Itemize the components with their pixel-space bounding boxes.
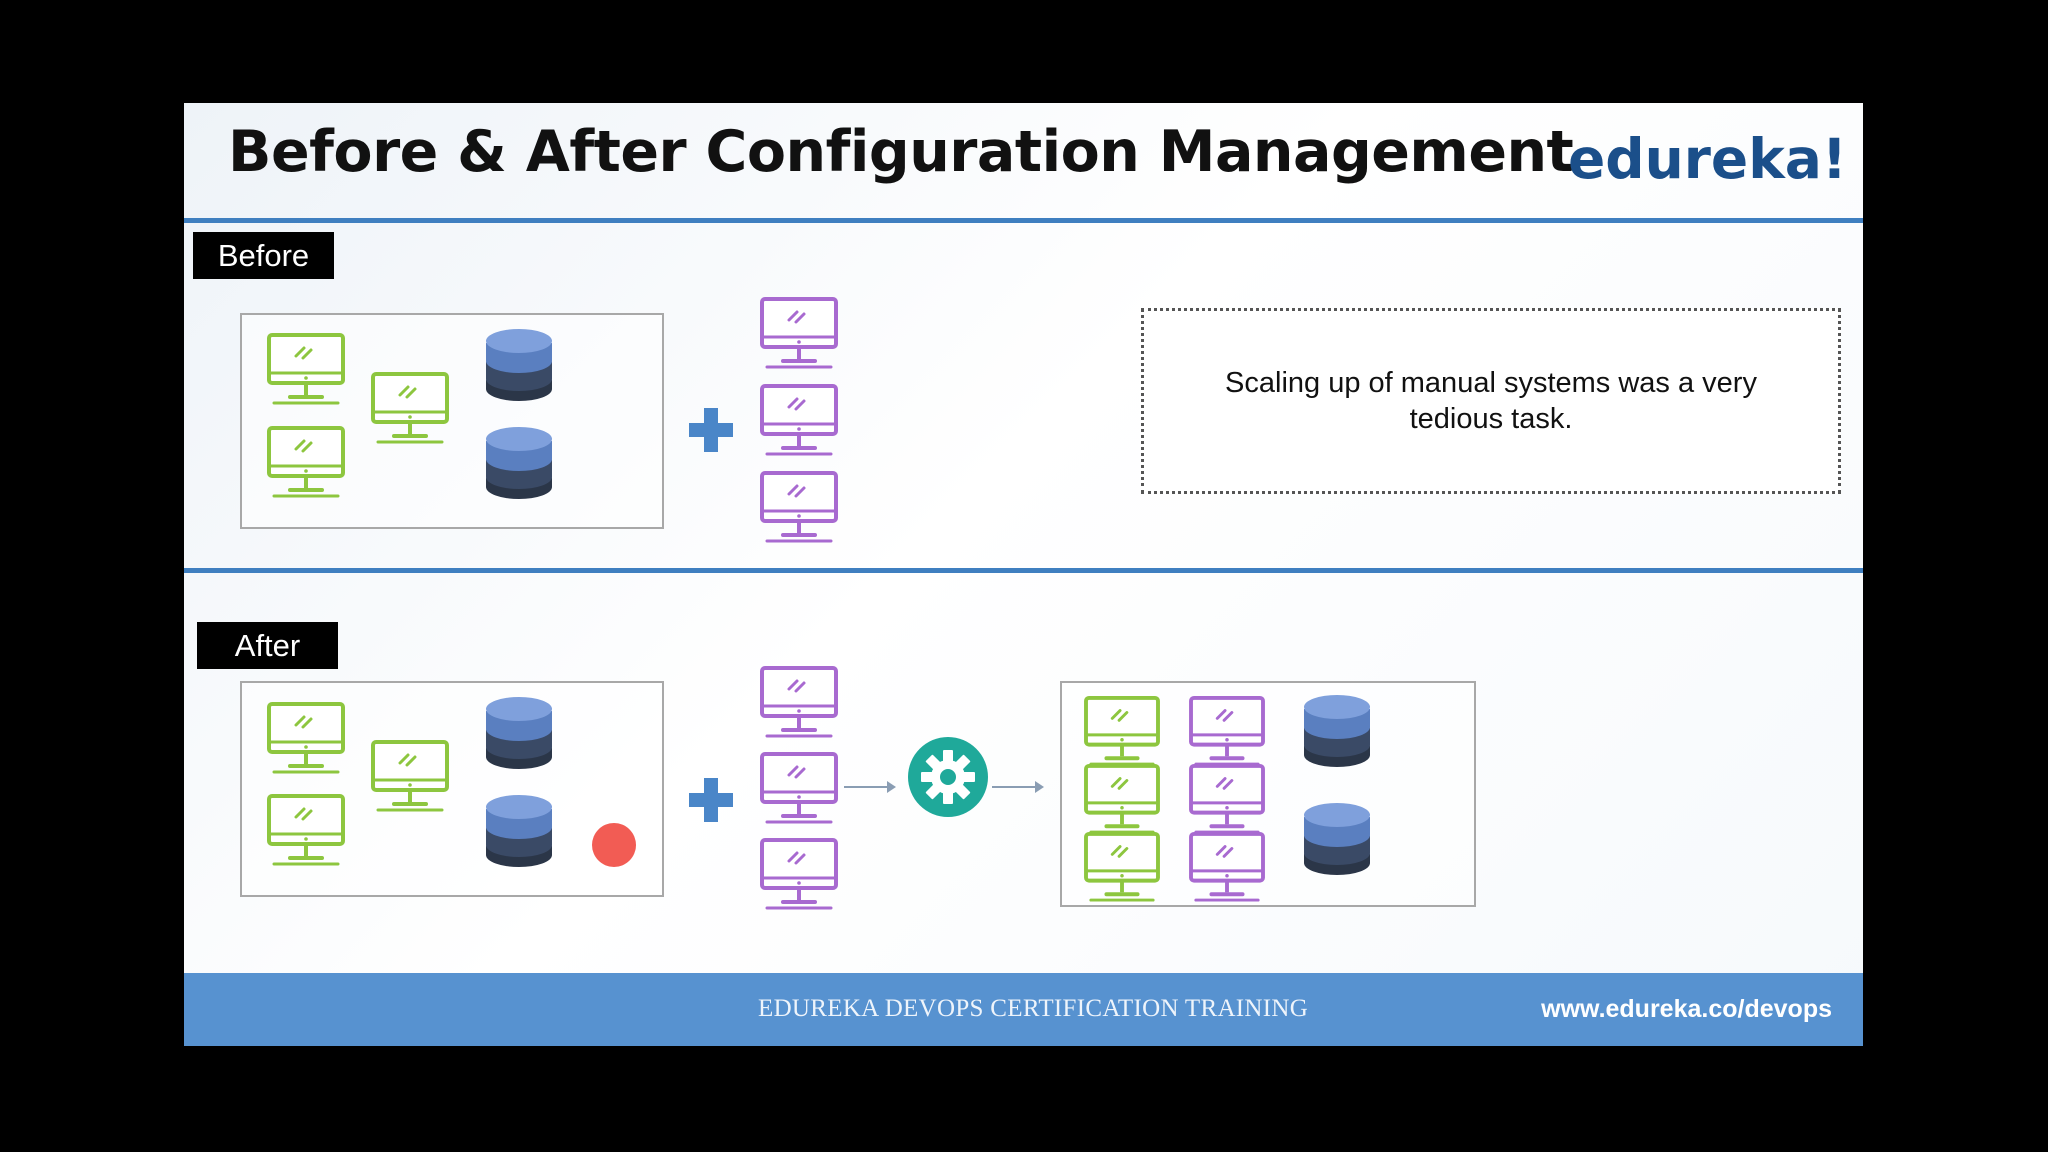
monitor-icon [370,371,450,445]
monitor-icon [759,470,839,544]
monitor-icon [1083,763,1161,835]
arrow-to-result [992,781,1044,793]
arrow-to-tool [844,781,896,793]
footer-title: EDUREKA DEVOPS CERTIFICATION TRAINING [758,995,1309,1022]
monitor-icon [759,296,839,370]
monitor-icon [759,751,839,825]
monitor-icon [759,837,839,911]
footer-url: www.edureka.co/devops [1541,995,1832,1023]
monitor-icon [370,739,450,813]
monitor-icon [1188,831,1266,903]
slide-title: Before & After Configuration Management [228,119,1574,185]
database-icon [484,695,554,771]
monitor-icon [1083,695,1161,767]
monitor-icon [266,425,346,499]
database-icon [484,793,554,869]
after-label: After [197,622,338,669]
monitor-icon [266,332,346,406]
database-icon [484,425,554,501]
plus-icon [687,776,735,824]
slide: Before & After Configuration Management … [184,103,1863,1046]
monitor-icon [1083,831,1161,903]
edureka-logo: edureka! [1567,127,1847,191]
before-label: Before [193,232,334,279]
title-divider [184,218,1863,223]
pointer-dot [592,823,636,867]
footer-bar: EDUREKA DEVOPS CERTIFICATION TRAINING ww… [184,973,1863,1046]
gear-icon [908,737,988,817]
plus-icon [687,406,735,454]
section-divider [184,568,1863,573]
monitor-icon [759,383,839,457]
note-box: Scaling up of manual systems was a very … [1141,308,1841,494]
database-icon [1302,801,1372,877]
monitor-icon [266,793,346,867]
note-text: Scaling up of manual systems was a very … [1225,366,1757,435]
monitor-icon [1188,763,1266,835]
monitor-icon [1188,695,1266,767]
monitor-icon [759,665,839,739]
database-icon [1302,693,1372,769]
database-icon [484,327,554,403]
monitor-icon [266,701,346,775]
